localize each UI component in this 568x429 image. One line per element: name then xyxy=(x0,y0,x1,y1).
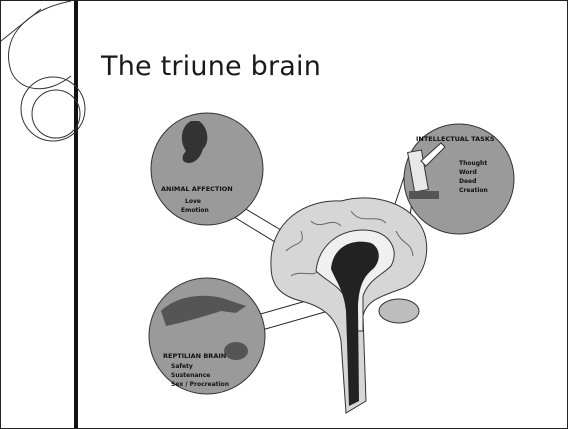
animal-item-love: Love xyxy=(185,198,201,205)
cerebellum xyxy=(379,299,419,323)
animal-item-emotion: Emotion xyxy=(181,207,209,214)
intellectual-heading: INTELLECTUAL TASKS xyxy=(416,135,495,143)
deco-line xyxy=(1,9,41,41)
intellectual-item-thought: Thought xyxy=(459,160,487,167)
slide-decoration xyxy=(1,1,101,429)
animal-heading: ANIMAL AFFECTION xyxy=(161,185,233,193)
frog-icon xyxy=(224,342,248,360)
triune-brain-diagram: ANIMAL AFFECTION Love Emotion INTELLECTU… xyxy=(141,101,541,421)
reptilian-item-safety: Safety xyxy=(171,363,193,370)
intellectual-item-deed: Deed xyxy=(459,178,476,185)
deco-curve-top xyxy=(9,1,72,89)
animal-affection-circle: ANIMAL AFFECTION Love Emotion xyxy=(151,113,263,225)
intellectual-item-word: Word xyxy=(459,169,477,176)
reptilian-brain-circle: REPTILIAN BRAIN Safety Sustenance Sex / … xyxy=(149,278,265,394)
brain-illustration xyxy=(271,198,427,413)
reptilian-item-sex: Sex / Procreation xyxy=(171,381,229,388)
intellectual-item-creation: Creation xyxy=(459,187,488,194)
reptilian-heading: REPTILIAN BRAIN xyxy=(163,352,226,360)
reptilian-item-sustenance: Sustenance xyxy=(171,372,210,379)
slide-title: The triune brain xyxy=(101,51,321,82)
left-vertical-bar xyxy=(74,1,78,429)
deco-circle-small xyxy=(32,90,80,138)
intellectual-tasks-circle: INTELLECTUAL TASKS Thought Word Deed Cre… xyxy=(404,124,514,234)
